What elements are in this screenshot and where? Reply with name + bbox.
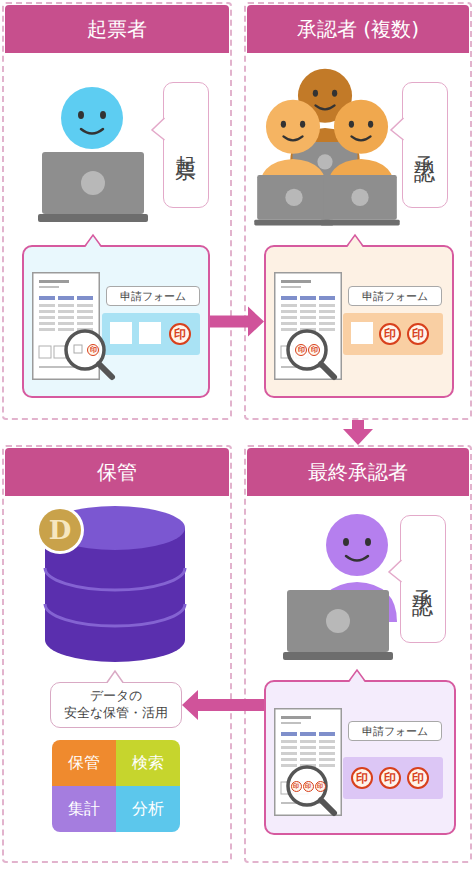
role-panel: 起票者起票申請フォーム (2, 2, 232, 420)
speech-bubble: 承認 (402, 82, 448, 208)
stamp-area (102, 313, 200, 355)
speech-bubble: 起票 (163, 82, 209, 208)
person-icon (290, 69, 360, 163)
stamp-slot (110, 322, 132, 344)
tile-text: 保管 (68, 753, 100, 774)
form-tail-outline (349, 670, 365, 681)
stamp-area (343, 757, 443, 799)
document-icon (275, 273, 342, 380)
callout-text: データの 安全な保管・活用 (51, 688, 181, 722)
function-tile: 検索 (116, 740, 180, 786)
laptop-icon (290, 142, 360, 187)
person-icon (258, 100, 328, 194)
stamp-slot (74, 345, 82, 353)
person-icon (326, 100, 396, 194)
flow-arrow (343, 420, 373, 445)
label-tail (107, 671, 123, 684)
panel-heading: 起票者 (5, 5, 229, 53)
function-tile: 保管 (52, 740, 116, 786)
panel-heading: 最終承認者 (247, 448, 469, 496)
database-band (45, 568, 185, 590)
bubble-tail (389, 559, 403, 583)
function-tile: 集計 (52, 786, 116, 832)
magnifier-lens (288, 331, 326, 369)
panel-heading: 保管 (5, 448, 229, 496)
panel-heading: 承認者 (複数) (247, 5, 469, 53)
stamp-slot (351, 322, 373, 344)
bubble-text: 起票 (172, 139, 200, 151)
magnifier-lens (288, 767, 326, 805)
database-band (45, 604, 185, 626)
tile-text: 分析 (132, 799, 164, 820)
magnifier-handle (321, 800, 334, 813)
data-callout: データの 安全な保管・活用 (50, 682, 182, 728)
role-panel: 保管データの 安全な保管・活用保管検索集計分析 (2, 445, 232, 863)
stamp-slot (139, 322, 161, 344)
laptop-icon (38, 152, 148, 222)
form-tab: 申請フォーム (106, 286, 200, 306)
magnifier-handle (99, 364, 112, 377)
document-icon (33, 273, 100, 380)
laptop-icon (283, 590, 393, 660)
laptop-icon (254, 175, 333, 226)
bubble-tail (152, 117, 166, 141)
person-icon (317, 514, 397, 622)
logo-ring (36, 506, 84, 554)
laptop-icon (320, 175, 399, 226)
bubble-text: 承認 (411, 139, 439, 151)
document-icon (275, 709, 342, 816)
form-tail-outline (347, 235, 363, 246)
bubble-tail (391, 117, 405, 141)
form-tab: 申請フォーム (348, 721, 442, 741)
magnifier-handle (321, 364, 334, 377)
database-body (45, 528, 185, 662)
bubble-text: 承認 (409, 573, 437, 585)
form-tail (349, 670, 365, 683)
role-panel: 承認者 (複数) 承認申請フォーム (244, 2, 472, 420)
label-tail-outline (107, 671, 123, 683)
form-tail (347, 235, 363, 248)
form-box: 申請フォーム (22, 245, 210, 398)
form-box: 申請フォーム (264, 245, 454, 398)
stamp-area (343, 313, 443, 355)
speech-bubble: 承認 (400, 515, 446, 643)
role-panel: 最終承認者承認申請フォーム (244, 445, 472, 863)
bubble-tail-outline (391, 118, 404, 140)
bubble-tail-outline (389, 560, 402, 582)
tile-text: 集計 (68, 799, 100, 820)
person-icon (52, 87, 132, 195)
form-tail (85, 235, 101, 248)
form-tail-outline (85, 235, 101, 246)
tile-text: 検索 (132, 753, 164, 774)
database-top (45, 506, 185, 550)
form-box: 申請フォーム (264, 680, 456, 835)
function-tile: 分析 (116, 786, 180, 832)
bubble-tail-outline (152, 118, 165, 140)
magnifier-lens (66, 331, 104, 369)
flow-arrow (182, 690, 264, 720)
form-tab: 申請フォーム (348, 286, 442, 306)
flow-arrow (210, 307, 264, 337)
logo-disc (39, 509, 81, 551)
logo-letter: D (39, 509, 81, 551)
